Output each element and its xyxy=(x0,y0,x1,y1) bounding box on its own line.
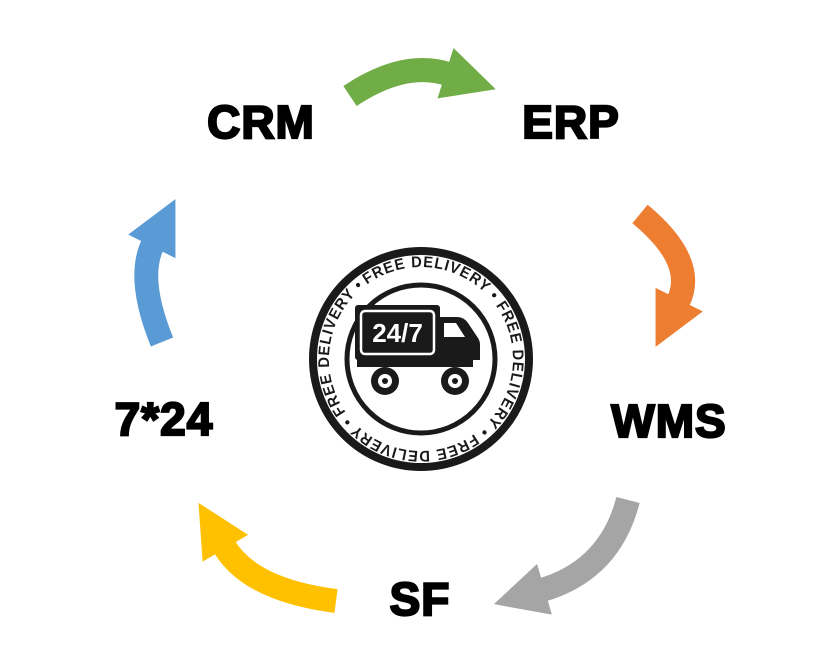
node-sf: SF xyxy=(389,572,451,626)
arrow-wms-to-sf xyxy=(493,496,640,615)
truck-cab-window xyxy=(444,323,465,337)
node-erp: ERP xyxy=(521,95,620,149)
truck-cargo-box-border xyxy=(359,309,436,356)
delivery-truck-icon: 24/7 xyxy=(355,305,480,395)
arrow-crm-to-erp xyxy=(343,48,496,107)
node-wms: WMS xyxy=(610,394,727,448)
truck-247-label: 24/7 xyxy=(372,318,423,348)
arrow-sf-to-724 xyxy=(198,502,338,613)
truck-front-wheel xyxy=(441,367,469,395)
arrow-erp-to-wms xyxy=(632,204,703,347)
node-7x24: 7*24 xyxy=(114,392,214,446)
free-delivery-stamp-icon: FREE DELIVERY • FREE DELIVERY • FREE DEL… xyxy=(305,243,537,475)
arrow-724-to-crm xyxy=(128,199,176,347)
node-crm: CRM xyxy=(206,95,315,149)
truck-cargo-box xyxy=(355,305,440,360)
free-delivery-badge: FREE DELIVERY • FREE DELIVERY • FREE DEL… xyxy=(305,243,537,475)
truck-rear-wheel xyxy=(371,367,399,395)
